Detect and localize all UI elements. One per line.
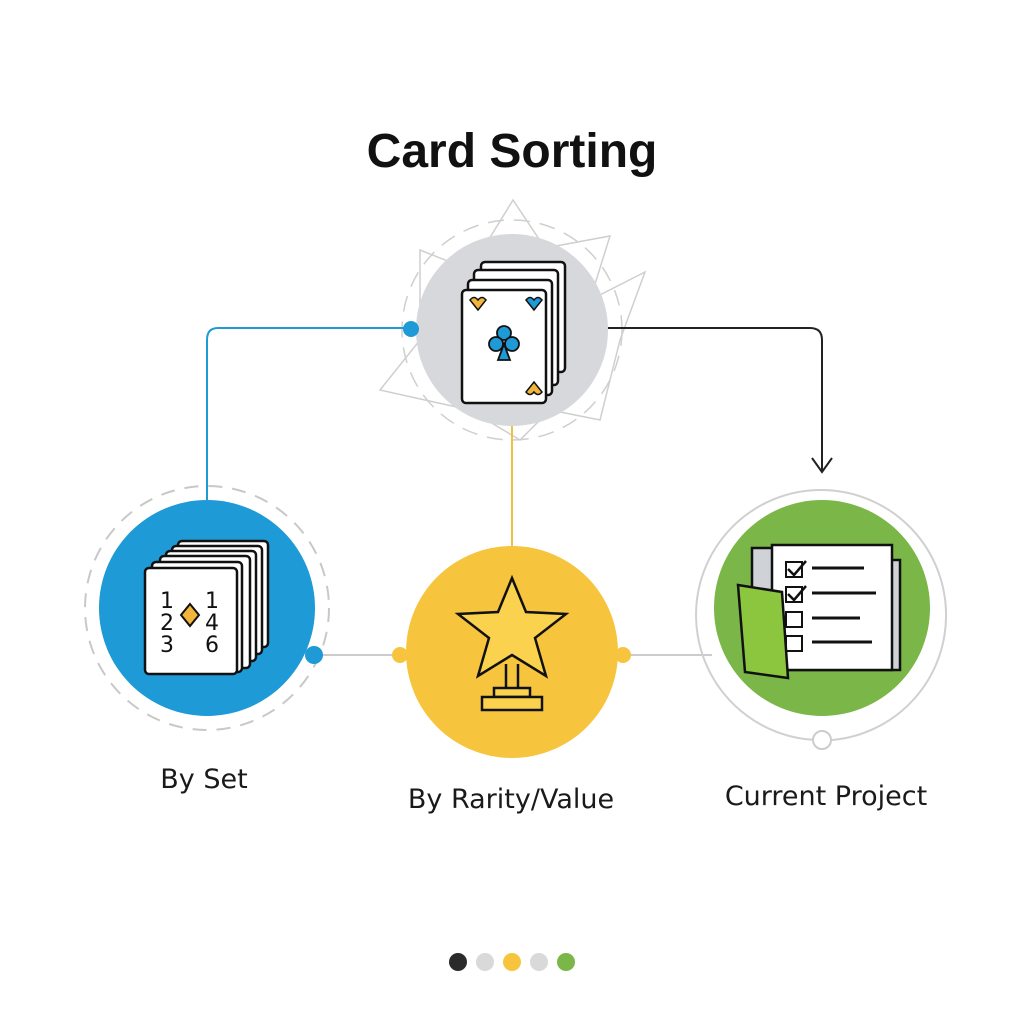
connector-dot — [392, 647, 408, 663]
card-number: 1 — [205, 589, 219, 614]
star-trophy-icon — [454, 574, 570, 712]
by-set-label: By Set — [160, 764, 247, 795]
page-dot-3[interactable] — [503, 953, 521, 971]
connector-dot — [305, 646, 323, 664]
pagination-dots — [449, 953, 575, 971]
arrow-head-icon — [811, 457, 833, 474]
by-rarity-label: By Rarity/Value — [408, 784, 614, 815]
connector-dot — [615, 647, 631, 663]
page-dot-5[interactable] — [557, 953, 575, 971]
source-node[interactable] — [403, 234, 608, 426]
checklist-folder-icon — [736, 543, 902, 680]
page-dot-2[interactable] — [476, 953, 494, 971]
card-number: 6 — [205, 633, 219, 658]
page-dot-4[interactable] — [530, 953, 548, 971]
connector-dot — [403, 321, 419, 337]
connectors — [206, 327, 833, 656]
card-number: 3 — [160, 633, 174, 658]
by-set-node[interactable]: 1 2 3 1 4 6 — [84, 485, 330, 731]
card-number: 4 — [205, 611, 219, 636]
connector-by-set — [206, 327, 412, 500]
playing-cards-icon — [460, 260, 567, 405]
card-number: 2 — [160, 611, 174, 636]
numbered-card-stack-icon — [143, 539, 270, 676]
connector-current-project — [608, 327, 823, 470]
current-project-node[interactable] — [695, 489, 948, 750]
current-project-label: Current Project — [725, 781, 927, 812]
page-title: Card Sorting — [367, 125, 658, 178]
card-number: 1 — [160, 589, 174, 614]
by-rarity-node[interactable] — [392, 546, 631, 758]
page-dot-1[interactable] — [449, 953, 467, 971]
